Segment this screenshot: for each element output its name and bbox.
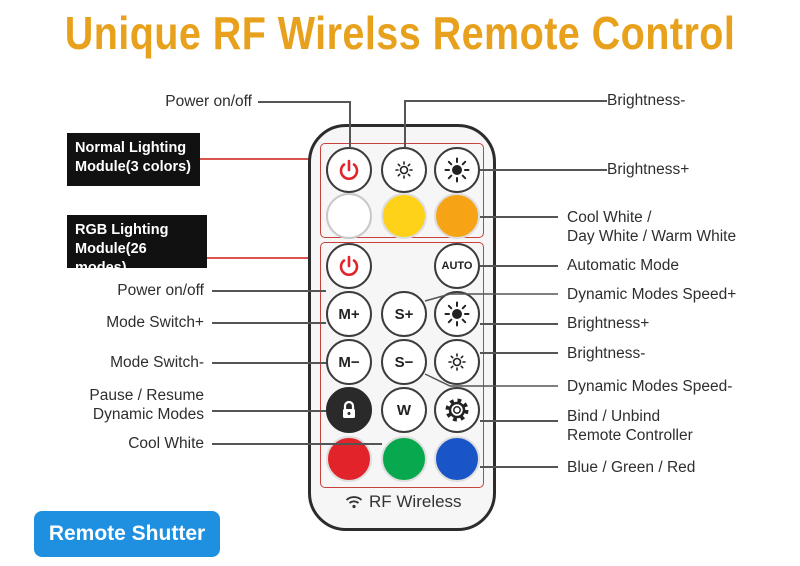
mode-minus-button[interactable]: M−	[326, 339, 372, 385]
auto-button-label: AUTO	[441, 260, 473, 272]
brightness-high-icon	[444, 157, 470, 183]
mode-minus-label: M−	[338, 353, 360, 371]
brightness-low-icon	[448, 353, 466, 371]
brightness-high-icon	[444, 301, 470, 327]
white-button[interactable]: W	[381, 387, 427, 433]
power-icon	[339, 159, 359, 180]
mode-plus-button[interactable]: M+	[326, 291, 372, 337]
label-brightness-plus: Brightness+	[567, 315, 650, 332]
label-cool-white: Cool White	[128, 435, 204, 452]
cool-white-button[interactable]	[326, 193, 372, 239]
label-brightness-minus-top: Brightness-	[607, 92, 686, 109]
wifi-icon	[345, 496, 363, 509]
power-icon	[339, 255, 359, 276]
label-speed-plus: Dynamic Modes Speed+	[567, 286, 737, 303]
rgb-module-label: RGB Lighting Module(26 modes)	[75, 222, 169, 276]
line-brightness-plus	[480, 323, 558, 325]
line-bgr	[480, 466, 558, 468]
rgb-module-group	[320, 242, 484, 488]
speed-minus-label: S−	[394, 353, 414, 371]
vline-brightness-minus-top	[404, 100, 406, 147]
label-bgr: Blue / Green / Red	[567, 459, 696, 476]
rgb-module-connector	[207, 257, 320, 259]
pause-resume-button[interactable]	[326, 387, 372, 433]
line-bind	[480, 420, 558, 422]
label-brightness-plus-top: Brightness+	[607, 161, 690, 178]
label-speed-minus: Dynamic Modes Speed-	[567, 378, 733, 395]
label-cool-day-warm: Cool White / Day White / Warm White	[567, 209, 737, 245]
warm-white-button[interactable]	[434, 193, 480, 239]
remote-shutter-button[interactable]: Remote Shutter	[34, 511, 220, 557]
auto-button[interactable]: AUTO	[434, 243, 480, 289]
brightness-minus-button-rgb[interactable]	[434, 339, 480, 385]
mode-plus-label: M+	[338, 305, 360, 323]
rgb-module-tag: RGB Lighting Module(26 modes)	[67, 215, 207, 276]
brightness-minus-button-normal[interactable]	[381, 147, 427, 193]
label-mode-minus: Mode Switch-	[110, 354, 204, 371]
label-mode-plus: Mode Switch+	[106, 314, 204, 331]
day-white-button[interactable]	[381, 193, 427, 239]
gear-icon	[445, 398, 469, 422]
label-power-top: Power on/off	[165, 93, 252, 110]
label-brightness-minus: Brightness-	[567, 345, 646, 362]
line-auto	[480, 265, 558, 267]
normal-module-label: Normal Lighting Module(3 colors)	[75, 140, 192, 175]
remote-shutter-label: Remote Shutter	[48, 522, 206, 545]
brand-mark: RF Wireless	[345, 492, 462, 512]
green-button[interactable]	[381, 436, 427, 482]
blue-button[interactable]	[434, 436, 480, 482]
line-power	[212, 290, 326, 292]
speed-plus-label: S+	[394, 305, 414, 323]
normal-module-connector	[200, 158, 320, 160]
label-auto: Automatic Mode	[567, 257, 679, 274]
power-button-normal[interactable]	[326, 147, 372, 193]
brand-label: RF Wireless	[369, 492, 462, 511]
line-brightness-plus-top	[480, 169, 607, 171]
page-title: Unique RF Wirelss Remote Control	[64, 7, 736, 59]
line-cool-white	[212, 443, 382, 445]
line-mode-minus	[212, 362, 326, 364]
lock-icon	[343, 400, 355, 418]
label-pause: Pause / Resume Dynamic Modes	[89, 387, 204, 423]
line-power-top	[258, 101, 350, 103]
line-pause	[212, 410, 326, 412]
power-button-rgb[interactable]	[326, 243, 372, 289]
line-brightness-minus	[480, 352, 558, 354]
speed-minus-button[interactable]: S−	[381, 339, 427, 385]
label-power: Power on/off	[117, 282, 204, 299]
brightness-plus-button-rgb[interactable]	[434, 291, 480, 337]
line-speed-minus	[424, 373, 558, 387]
line-brightness-minus-top	[404, 100, 607, 102]
line-speed-plus	[424, 293, 558, 302]
bind-unbind-button[interactable]	[434, 387, 480, 433]
line-cool-day-warm	[480, 216, 558, 218]
brightness-plus-button-normal[interactable]	[434, 147, 480, 193]
brightness-low-icon	[395, 161, 413, 179]
vline-power-top	[349, 101, 351, 148]
line-mode-plus	[212, 322, 326, 324]
speed-plus-button[interactable]: S+	[381, 291, 427, 337]
normal-module-tag: Normal Lighting Module(3 colors)	[67, 133, 200, 186]
white-button-label: W	[396, 401, 412, 419]
label-bind: Bind / Unbind Remote Controller	[567, 408, 693, 444]
